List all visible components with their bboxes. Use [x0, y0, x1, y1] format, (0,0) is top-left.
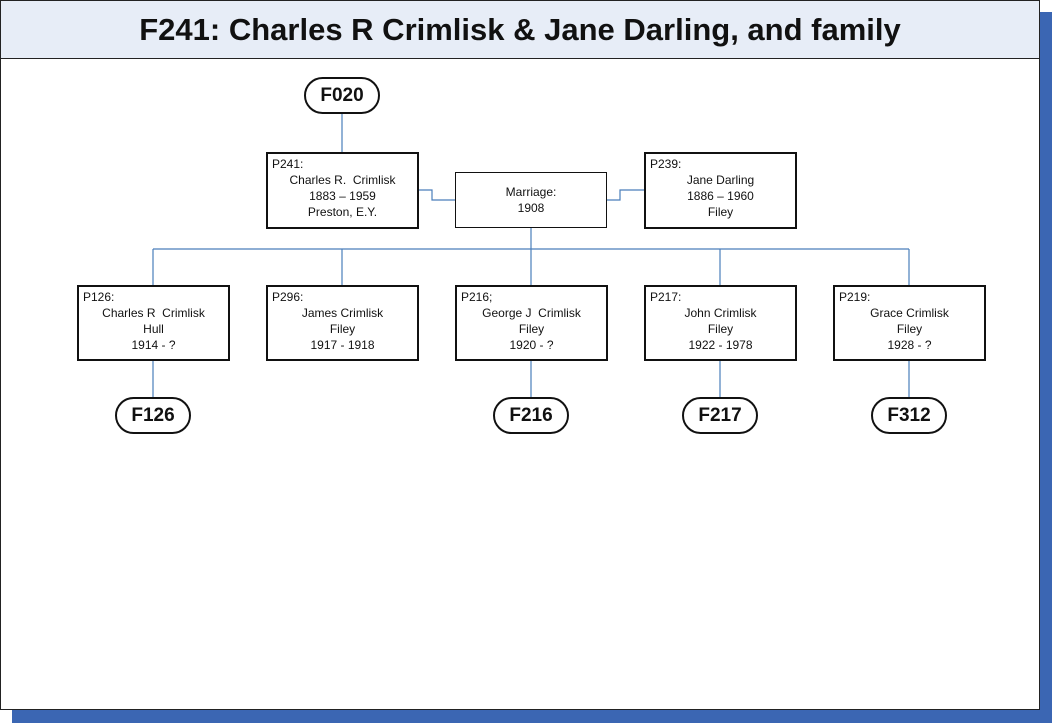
child-family-node[interactable]: F216: [493, 397, 569, 434]
child-name: James Crimlisk: [301, 306, 384, 320]
child-box[interactable]: P217: John Crimlisk Filey 1922 - 1978: [644, 285, 797, 361]
child-family-node[interactable]: F126: [115, 397, 191, 434]
wife-name: Jane Darling: [686, 173, 755, 187]
child-place: Filey: [896, 322, 923, 336]
marriage-box[interactable]: Marriage: 1908: [455, 172, 607, 228]
child-id: P296:: [272, 290, 304, 304]
child-name: Charles R Crimlisk: [102, 306, 205, 320]
child-dates: 1914 - ?: [131, 338, 176, 352]
child-dates: 1928 - ?: [887, 338, 932, 352]
parent-family-node[interactable]: F020: [304, 77, 380, 114]
child-box[interactable]: P296: James Crimlisk Filey 1917 - 1918: [266, 285, 419, 361]
wife-id: P239:: [650, 157, 682, 171]
husband-name: Charles R. Crimlisk: [289, 173, 396, 187]
diagram-sheet: F241: Charles R Crimlisk & Jane Darling,…: [0, 0, 1040, 710]
child-name: John Crimlisk: [684, 306, 757, 320]
child-box[interactable]: P216; George J Crimlisk Filey 1920 - ?: [455, 285, 608, 361]
child-place: Filey: [707, 322, 734, 336]
child-id: P217:: [650, 290, 682, 304]
child-id: P126:: [83, 290, 115, 304]
child-box[interactable]: P126: Charles R Crimlisk Hull 1914 - ?: [77, 285, 230, 361]
child-place: Hull: [143, 322, 164, 336]
child-family-node[interactable]: F217: [682, 397, 758, 434]
wife-dates: 1886 – 1960: [687, 189, 754, 203]
child-name: George J Crimlisk: [482, 306, 581, 320]
marriage-year: 1908: [517, 201, 545, 215]
child-id: P216;: [461, 290, 493, 304]
child-dates: 1917 - 1918: [310, 338, 375, 352]
child-dates: 1922 - 1978: [688, 338, 753, 352]
connector-husband-marriage: [418, 189, 456, 201]
husband-dates: 1883 – 1959: [309, 189, 376, 203]
child-name: Grace Crimlisk: [870, 306, 949, 320]
marriage-label: Marriage:: [505, 185, 557, 199]
child-place: Filey: [329, 322, 356, 336]
child-box[interactable]: P219: Grace Crimlisk Filey 1928 - ?: [833, 285, 986, 361]
diagram-title: F241: Charles R Crimlisk & Jane Darling,…: [1, 1, 1039, 59]
wife-place: Filey: [707, 205, 734, 219]
wife-box[interactable]: P239: Jane Darling 1886 – 1960 Filey: [644, 152, 797, 229]
husband-id: P241:: [272, 157, 304, 171]
connector-lines: [152, 114, 910, 398]
child-id: P219:: [839, 290, 871, 304]
husband-place: Preston, E.Y.: [307, 205, 378, 219]
child-place: Filey: [518, 322, 545, 336]
child-dates: 1920 - ?: [509, 338, 554, 352]
husband-box[interactable]: P241: Charles R. Crimlisk 1883 – 1959 Pr…: [266, 152, 419, 229]
child-family-node[interactable]: F312: [871, 397, 947, 434]
connector-wife-marriage: [607, 189, 644, 201]
